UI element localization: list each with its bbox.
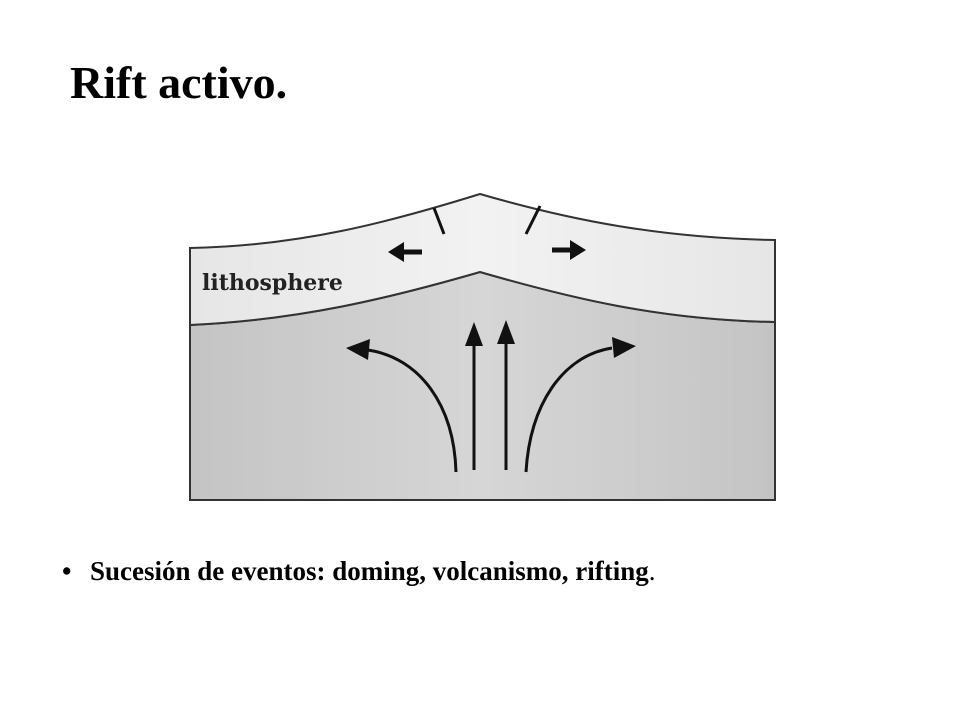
fracture-right [524, 205, 542, 235]
lithosphere-layer [189, 192, 776, 327]
bullet-symbol: • [62, 556, 72, 586]
bullet-period: . [648, 556, 656, 586]
extension-arrow-right [552, 240, 586, 260]
bullet-item: • Sucesión de eventos: doming, volcanismo… [62, 556, 656, 587]
bullet-text: Sucesión de eventos: doming, volcanismo,… [90, 556, 649, 586]
upwelling-arrow-right [497, 320, 515, 470]
flow-arrow-right [524, 337, 636, 473]
rift-diagram: lithosphere [189, 192, 776, 501]
extension-arrow-left [388, 242, 422, 262]
slide-title: Rift activo. [70, 57, 288, 108]
upwelling-arrow-left [465, 322, 483, 470]
flow-arrow-left [346, 339, 458, 473]
fracture-left [432, 207, 446, 235]
lithosphere-label: lithosphere [202, 270, 343, 296]
